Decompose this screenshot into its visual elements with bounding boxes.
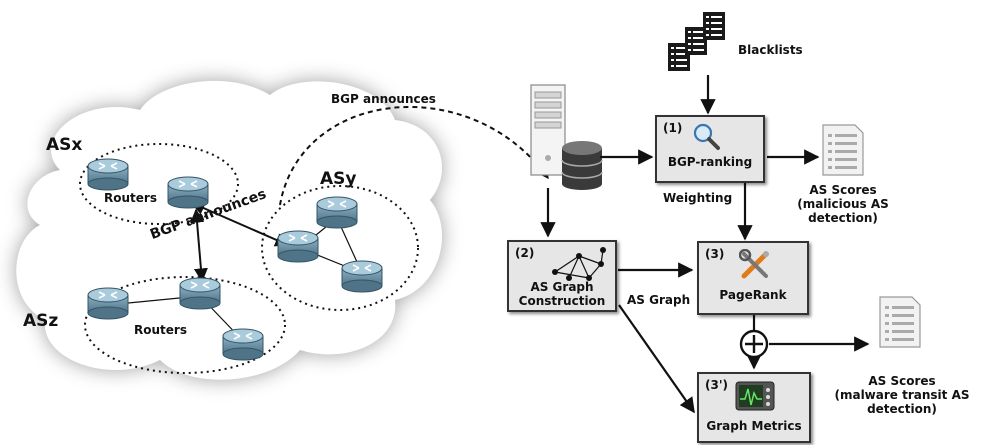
bgp-link-x-y [190, 201, 290, 247]
scores-malicious-label: AS Scores (malicious AS detection) [783, 183, 903, 225]
routers-label-asz: Routers [134, 323, 187, 337]
router-icon [167, 176, 209, 209]
scores-malicious-line2: (malicious AS [797, 196, 889, 211]
scores-document-icon [822, 124, 864, 176]
as-z-group [84, 276, 286, 374]
blacklists-label: Blacklists [738, 43, 803, 57]
oscilloscope-icon [735, 381, 775, 411]
graph-metrics-box: (3') Graph Metrics [697, 372, 811, 443]
router-icon [277, 230, 319, 263]
pagerank-title: PageRank [719, 288, 787, 302]
router-icon [341, 260, 383, 293]
step-number: (2) [515, 246, 535, 260]
as-x-label: ASx [46, 135, 83, 155]
as-x-group [79, 143, 239, 225]
arrow-graph-metrics [618, 304, 695, 414]
bgp-link-x-z [190, 208, 208, 283]
bgp-ranking-title: BGP-ranking [667, 155, 753, 169]
router-icon [87, 158, 129, 191]
scores-transit-line2: (malware transit AS [834, 387, 970, 402]
bgp-ranking-box: (1) BGP-ranking [655, 115, 765, 183]
bgp-announces-label: BGP announces [331, 92, 436, 106]
magnifier-icon [693, 123, 720, 150]
graph-icon [552, 247, 606, 281]
blacklists-icon [668, 12, 725, 71]
step-number: (3') [705, 378, 728, 392]
step-number: (1) [663, 121, 683, 135]
as-graph-title-line1: AS Graph [530, 280, 594, 294]
routers-label-asx: Routers [104, 191, 157, 205]
router-icon [316, 196, 358, 229]
scores-transit-label: AS Scores (malware transit AS detection) [823, 374, 981, 416]
pagerank-box: (3) PageRank [697, 241, 809, 315]
scores-malicious-line3: detection) [808, 210, 878, 225]
combine-icon [739, 329, 769, 359]
tools-icon [739, 249, 769, 279]
database-icon [561, 141, 603, 190]
as-y-label: ASy [320, 169, 357, 189]
scores-malicious-line1: AS Scores [809, 183, 877, 197]
scores-transit-line3: detection) [867, 401, 937, 416]
as-graph-edge-label: AS Graph [627, 293, 691, 307]
router-icon [222, 328, 264, 361]
router-icon [87, 287, 129, 320]
router-icon [179, 277, 221, 310]
as-graph-title-line2: Construction [518, 294, 606, 308]
as-y-group [261, 185, 419, 311]
scores-document-icon [879, 296, 921, 348]
graph-metrics-title: Graph Metrics [706, 419, 802, 433]
as-graph-box: (2) AS Graph Construction [507, 240, 617, 312]
server-icon [530, 84, 566, 176]
step-number: (3) [705, 247, 725, 261]
weighting-label: Weighting [663, 191, 733, 205]
as-z-label: ASz [23, 311, 59, 331]
scores-transit-line1: AS Scores [868, 374, 936, 388]
